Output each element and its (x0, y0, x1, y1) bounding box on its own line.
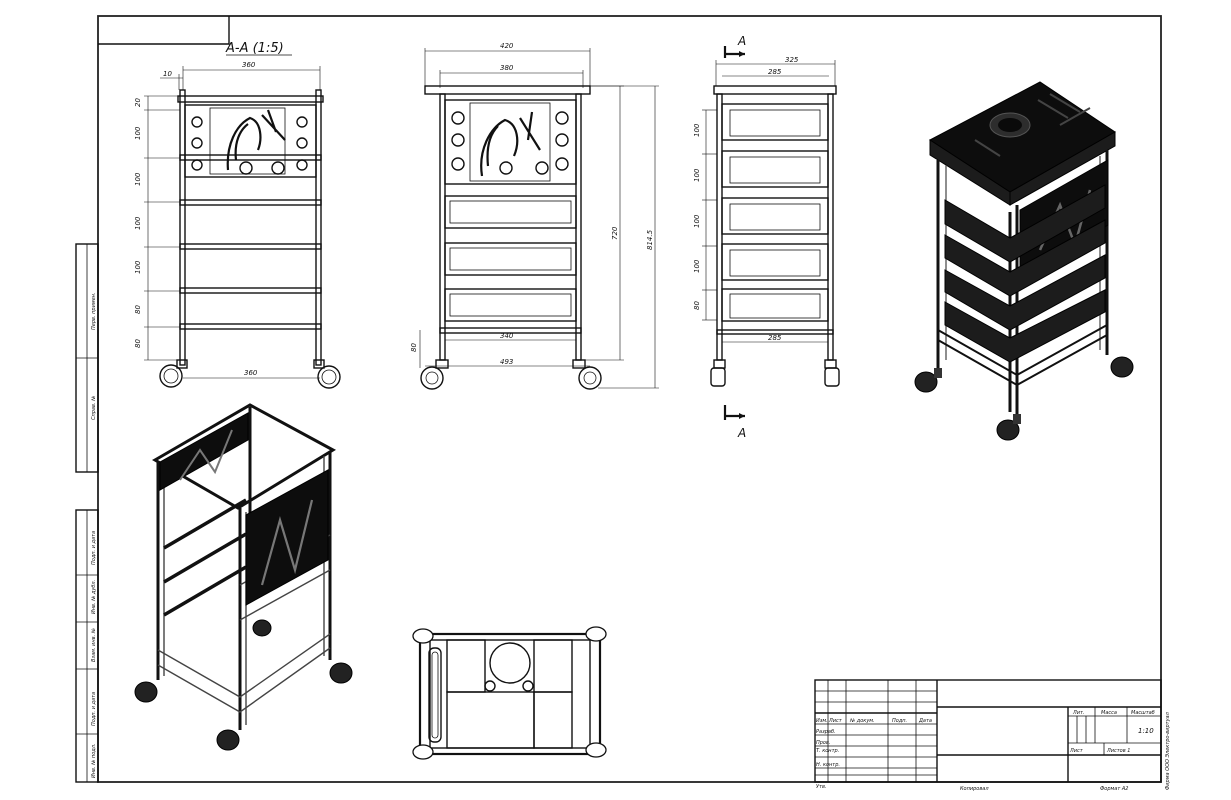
left-margin-lower: Подп. и дата Инв. № дубл. Взам. инв. № П… (75, 509, 99, 783)
tb-scale-value: 1:10 (1138, 727, 1154, 735)
margin-label-first-use: Перв. примен. (91, 292, 97, 330)
margin-label-dup-inv: Инв. № дубл. (91, 580, 97, 614)
tb-side-text: Фирма ООО Электро-виртуал (1165, 711, 1171, 790)
front-dim-wheel: 80 (410, 343, 418, 352)
tb-bottom-format: Формат A2 (1100, 786, 1128, 792)
margin-label-repl-inv: Взам. инв. № (91, 628, 97, 662)
margin-label-sign-date-2: Подп. и дата (91, 692, 97, 726)
margin-label-ref-no: Справ. № (91, 396, 97, 420)
tb-col-sheet: Лист (828, 718, 843, 724)
title-block: Изм. Лист № докум. Подп. Дата Разраб. Пр… (814, 679, 1171, 792)
front-dim-outer: 420 (500, 42, 514, 50)
tb-col-docno: № докум. (849, 718, 875, 724)
side-vdim-5: 80 (693, 301, 701, 310)
tb-mass-header: Масса (1101, 710, 1117, 716)
section-vdim-6: 80 (134, 305, 142, 314)
side-dim-outer: 325 (785, 56, 799, 64)
cut-marker-bottom: A (737, 426, 746, 440)
tb-scale-header: Масштаб (1131, 710, 1155, 716)
isometric-view-frame (134, 403, 353, 751)
section-vdim-2: 100 (134, 126, 142, 140)
front-dim-inner: 380 (500, 64, 514, 72)
side-vdim-3: 100 (693, 214, 701, 228)
section-vdim-3: 100 (134, 172, 142, 186)
front-dim-height-inner: 720 (611, 226, 619, 240)
section-dim-bottom: 360 (244, 369, 258, 377)
section-dim-top: 360 (242, 61, 256, 69)
front-dim-height-total: 814.5 (646, 229, 654, 250)
section-title: A-A (1:5) (225, 41, 284, 56)
section-vdim-1: 20 (134, 98, 142, 107)
margin-label-orig-inv: Инв. № подл. (91, 744, 97, 779)
top-view (412, 626, 607, 760)
tb-row-developer: Разраб. (816, 729, 836, 735)
front-dim-bottom-outer: 493 (500, 358, 513, 366)
tb-sheets-label: Листов 1 (1106, 748, 1130, 754)
section-view-a-a: A-A (1:5) 360 10 (134, 41, 341, 389)
tb-col-sign: Подп. (892, 718, 907, 724)
tb-row-checked: Пров. (816, 740, 831, 746)
front-view: 420 380 720 814.5 340 493 8 (410, 42, 659, 390)
tb-bottom-copy: Копировал (960, 786, 989, 792)
doc-code-box (98, 16, 230, 45)
section-vdim-7: 80 (134, 339, 142, 348)
left-margin-upper: Перв. примен. Справ. № (75, 243, 99, 473)
tb-col-date: Дата (918, 718, 932, 724)
cut-marker-top: A (737, 34, 746, 48)
margin-label-sign-date-1: Подп. и дата (91, 531, 97, 565)
isometric-view-assembled (914, 81, 1134, 441)
section-vdim-5: 100 (134, 260, 142, 274)
tb-row-tech-control: Т. контр. (816, 748, 839, 754)
side-view: A 325 285 100 100 100 100 80 285 (693, 34, 840, 440)
tb-lit-header: Лит. (1072, 710, 1085, 716)
section-dim-offset: 10 (163, 70, 172, 78)
side-vdim-2: 100 (693, 168, 701, 182)
side-dim-inner: 285 (768, 68, 782, 76)
side-dim-bottom: 285 (768, 334, 782, 342)
tb-row-approved: Утв. (816, 784, 827, 790)
side-vdim-4: 100 (693, 259, 701, 273)
section-vdim-4: 100 (134, 216, 142, 230)
tb-sheet-label: Лист (1069, 748, 1084, 754)
front-dim-bottom-inner: 340 (500, 332, 514, 340)
side-vdim-1: 100 (693, 123, 701, 137)
tb-col-change: Изм. (816, 718, 828, 724)
tb-row-norm-control: Н. контр. (816, 762, 840, 768)
